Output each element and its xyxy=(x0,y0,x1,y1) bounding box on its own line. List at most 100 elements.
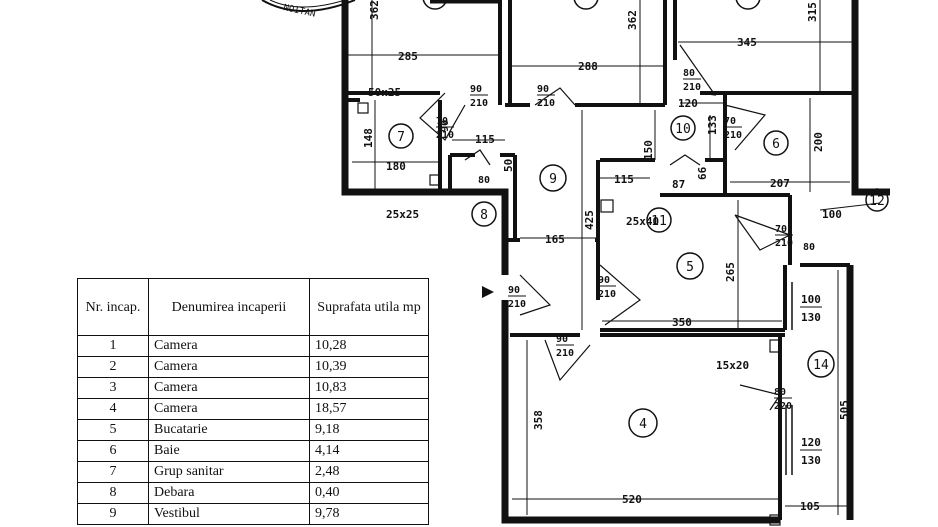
dimension-label: 358 xyxy=(532,410,545,430)
svg-text:70: 70 xyxy=(436,116,448,127)
column-header: Nr. incap. xyxy=(77,278,149,336)
table-cell-area: 2,48 xyxy=(309,461,429,483)
table-cell-name: Camera xyxy=(148,377,310,399)
dimension-label: 362 xyxy=(368,0,381,20)
room-number: 5 xyxy=(686,260,694,275)
table-cell-area: 4,14 xyxy=(309,440,429,462)
dimension-label: 425 xyxy=(583,210,596,230)
door-label: 90 210 xyxy=(508,285,526,310)
dimension-label: 350 xyxy=(672,316,692,329)
svg-text:80: 80 xyxy=(774,387,786,398)
dimension-lines xyxy=(348,0,881,515)
dimension-label: 100 xyxy=(822,208,842,221)
table-cell-name: Grup sanitar xyxy=(148,461,310,483)
svg-text:120: 120 xyxy=(801,436,821,449)
dimension-label: 87 xyxy=(672,178,685,191)
door-label: 90 210 xyxy=(537,84,555,109)
dimension-label: 315 xyxy=(806,2,819,22)
svg-text:130: 130 xyxy=(801,454,821,467)
svg-text:70: 70 xyxy=(724,116,736,127)
dimension-label: 80 xyxy=(803,242,815,253)
door-swings xyxy=(419,44,792,411)
column-header: Denumirea incaperii xyxy=(148,278,310,336)
dimension-label: 90 xyxy=(440,120,451,132)
table-cell-nr: 2 xyxy=(77,356,149,378)
dimension-label: 265 xyxy=(724,262,737,282)
dimension-label: 165 xyxy=(545,233,565,246)
dimension-label: 105 xyxy=(800,500,820,513)
svg-text:210: 210 xyxy=(537,98,555,109)
dimension-label: 120 xyxy=(678,97,698,110)
table-cell-nr: 1 xyxy=(77,335,149,357)
door-label: 70 210 xyxy=(775,224,793,249)
stamp-text: NOITAN xyxy=(282,3,316,20)
dimension-label: 288 xyxy=(578,60,598,73)
table-cell-name: Vestibul xyxy=(148,503,310,525)
room-number: 14 xyxy=(813,358,829,373)
table-cell-area: 10,39 xyxy=(309,356,429,378)
room-number: 10 xyxy=(675,122,691,137)
table-cell-name: Bucatarie xyxy=(148,419,310,441)
room-number: 9 xyxy=(549,172,557,187)
svg-text:100: 100 xyxy=(801,293,821,306)
svg-text:90: 90 xyxy=(470,84,482,95)
ducts xyxy=(357,102,781,526)
room-number: 8 xyxy=(480,208,488,223)
svg-text:210: 210 xyxy=(556,348,574,359)
table-cell-nr: 8 xyxy=(77,482,149,504)
dimension-label: 25x25 xyxy=(386,208,419,221)
table-cell-area: 10,28 xyxy=(309,335,429,357)
dimension-label: 80 xyxy=(478,175,490,186)
svg-text:210: 210 xyxy=(724,130,742,141)
window-label: 120 130 xyxy=(800,436,822,467)
svg-text:70: 70 xyxy=(775,224,787,235)
door-label: 90 210 xyxy=(598,275,616,300)
svg-text:90: 90 xyxy=(508,285,520,296)
dimension-label: 133 xyxy=(706,115,719,135)
table-cell-nr: 4 xyxy=(77,398,149,420)
room-circles xyxy=(388,0,889,438)
table-cell-nr: 6 xyxy=(77,440,149,462)
dimension-label: 148 xyxy=(362,128,375,148)
dimension-label: 285 xyxy=(398,50,418,63)
svg-text:90: 90 xyxy=(537,84,549,95)
table-cell-name: Debara xyxy=(148,482,310,504)
svg-text:90: 90 xyxy=(556,334,568,345)
svg-text:90: 90 xyxy=(598,275,610,286)
table-cell-name: Camera xyxy=(148,398,310,420)
dimension-label: 505 xyxy=(838,400,851,420)
table-cell-area: 9,78 xyxy=(309,503,429,525)
room-number: 6 xyxy=(772,137,780,152)
svg-text:210: 210 xyxy=(598,289,616,300)
svg-text:210: 210 xyxy=(683,82,701,93)
dimension-label: 150 xyxy=(642,140,655,160)
interior-walls xyxy=(345,0,855,520)
door-label: 70 210 xyxy=(724,116,742,141)
column-header: Suprafata utila mp xyxy=(309,278,429,336)
table-cell-name: Baie xyxy=(148,440,310,462)
dimension-label: 50 xyxy=(502,159,515,172)
dimension-label: 50x25 xyxy=(368,86,401,99)
dimension-label: 345 xyxy=(737,36,757,49)
dimension-label: 520 xyxy=(622,493,642,506)
svg-text:220: 220 xyxy=(774,401,792,412)
svg-text:210: 210 xyxy=(775,238,793,249)
dimension-label: 115 xyxy=(475,133,495,146)
door-label: 70 210 xyxy=(436,116,454,141)
table-cell-area: 0,40 xyxy=(309,482,429,504)
table-cell-nr: 9 xyxy=(77,503,149,525)
table-cell-nr: 5 xyxy=(77,419,149,441)
dimension-label: 207 xyxy=(770,177,790,190)
dimension-label: 180 xyxy=(386,160,406,173)
dimension-label: 15x20 xyxy=(716,359,749,372)
table-cell-name: Camera xyxy=(148,356,310,378)
